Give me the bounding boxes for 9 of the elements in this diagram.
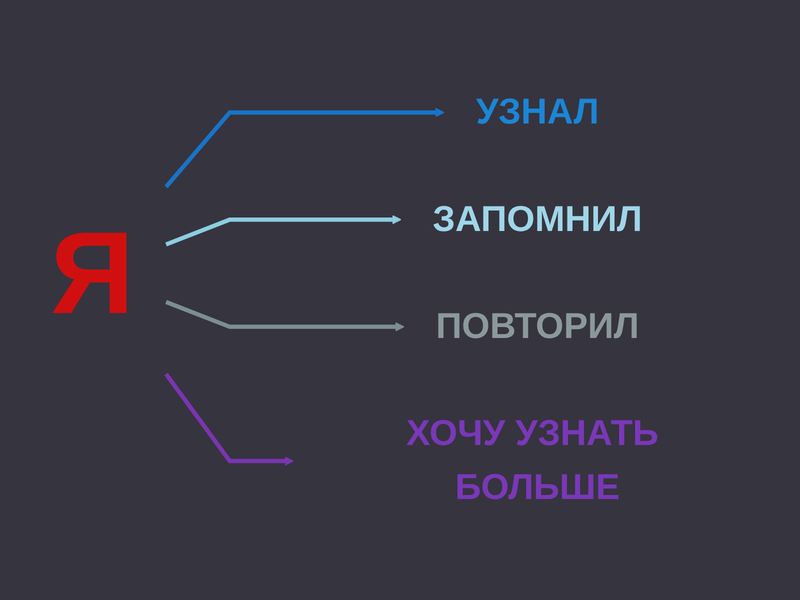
node-text: Я bbox=[50, 208, 134, 338]
arrow bbox=[165, 214, 402, 246]
arrow bbox=[164, 108, 445, 188]
node-text: УЗНАЛ bbox=[476, 91, 599, 132]
node-text: ХОЧУ УЗНАТЬ БОЛЬШЕ bbox=[406, 413, 659, 508]
node-text: ПОВТОРИЛ bbox=[436, 306, 640, 346]
arrow bbox=[164, 372, 294, 466]
node-text: ЗАПОМНИЛ bbox=[432, 198, 642, 239]
arrow bbox=[165, 300, 404, 332]
